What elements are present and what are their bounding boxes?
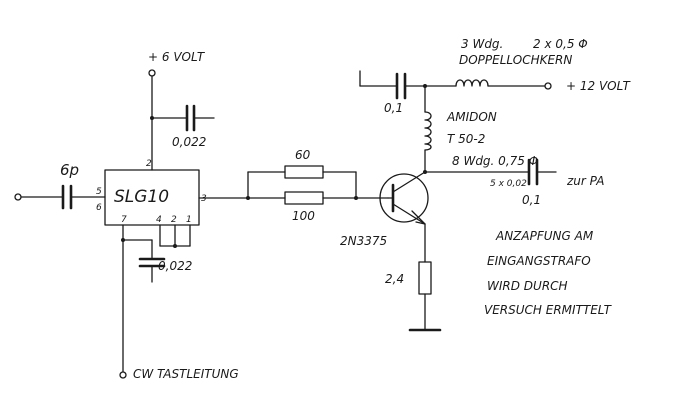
transistor: 2N3375 bbox=[340, 171, 429, 248]
note-line-1: ANZAPFUNG AM bbox=[495, 229, 594, 243]
c-pin-label: 0,022 bbox=[158, 259, 192, 273]
note-line-4: VERSUCH ERMITTELT bbox=[484, 303, 613, 317]
note-line-2: EINGANGSTRAFO bbox=[487, 254, 591, 268]
transistor-label: 2N3375 bbox=[340, 234, 387, 248]
svg-text:3: 3 bbox=[201, 194, 207, 204]
c-12v-label: 0,1 bbox=[384, 101, 403, 115]
resistor-network: 60 100 bbox=[198, 148, 389, 223]
input-capacitor-label: 6p bbox=[60, 161, 79, 179]
svg-text:5: 5 bbox=[96, 187, 102, 197]
transformer-tap: 5 x 0,02 bbox=[490, 179, 527, 189]
c-6v-label: 0,022 bbox=[172, 135, 206, 149]
input-capacitor: 6p bbox=[14, 161, 106, 210]
output-stage: 5 x 0,02 0,1 zur PA bbox=[423, 158, 605, 207]
svg-text:7: 7 bbox=[121, 215, 127, 225]
supply-6v-label: + 6 VOLT bbox=[148, 50, 206, 64]
svg-text:6: 6 bbox=[96, 203, 102, 213]
choke-wire: 2 x 0,5 Φ bbox=[533, 37, 588, 51]
note-text: ANZAPFUNG AM EINGANGSTRAFO WIRD DURCH VE… bbox=[484, 229, 613, 317]
choke-turns: 3 Wdg. bbox=[461, 37, 503, 51]
emitter-resistor: 2,4 bbox=[385, 223, 442, 332]
transformer-brand: AMIDON bbox=[446, 110, 497, 124]
c-output-label: 0,1 bbox=[522, 193, 541, 207]
r100-label: 100 bbox=[292, 209, 315, 223]
ic-bottom-wiring: CW TASTLEITUNG 0,022 bbox=[119, 224, 239, 381]
svg-text:2: 2 bbox=[171, 215, 177, 225]
choke-core: DOPPELLOCHKERN bbox=[459, 53, 572, 67]
ic-name: SLG10 bbox=[114, 187, 169, 207]
cw-line-label: CW TASTLEITUNG bbox=[133, 367, 239, 381]
r-emitter-label: 2,4 bbox=[385, 272, 404, 286]
collector-circuit: AMIDON T 50-2 8 Wdg. 0,75 Φ 0,1 + 12 VOL… bbox=[359, 37, 631, 173]
transformer-core: T 50-2 bbox=[447, 132, 485, 146]
svg-text:4: 4 bbox=[156, 215, 162, 225]
svg-text:1: 1 bbox=[186, 215, 192, 225]
svg-text:2: 2 bbox=[146, 159, 152, 169]
output-label: zur PA bbox=[566, 174, 605, 188]
supply-6v: + 6 VOLT 0,022 bbox=[148, 50, 215, 171]
r60-label: 60 bbox=[295, 148, 311, 162]
supply-12v-label: + 12 VOLT bbox=[566, 79, 631, 93]
transformer-turns: 8 Wdg. 0,75 Φ bbox=[452, 154, 538, 168]
note-line-3: WIRD DURCH bbox=[487, 279, 568, 293]
